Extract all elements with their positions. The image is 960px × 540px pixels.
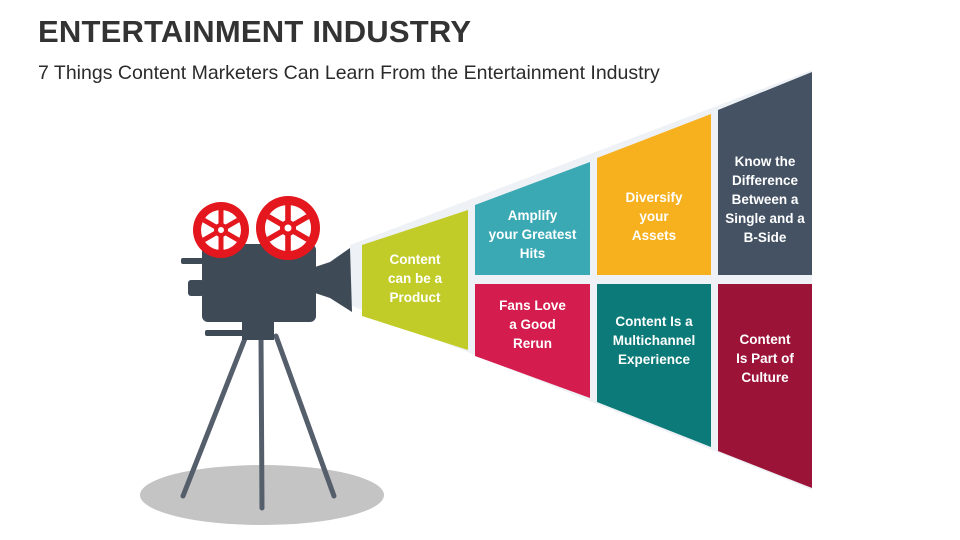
- camera-side-knob: [188, 280, 204, 296]
- panel-6-text: Know the Difference Between a Single and…: [725, 153, 805, 245]
- panel-1: [362, 210, 468, 350]
- tripod-handle: [205, 330, 247, 336]
- panel-2-text: Amplify your Greatest Hits: [488, 207, 577, 261]
- panel-5-text: Content Is a Multichannel Experience: [612, 313, 696, 367]
- panel-5: [597, 284, 711, 447]
- panel-7: [718, 284, 812, 488]
- panel-4-text: Diversify your Assets: [625, 189, 683, 243]
- camera-body: [202, 244, 316, 322]
- panel-3: [475, 284, 590, 398]
- tripod: [180, 333, 337, 511]
- film-reel-left: [193, 202, 249, 258]
- panel-7-text: Content Is Part of Culture: [736, 331, 794, 385]
- film-reel-right: [256, 196, 320, 260]
- camera-lens: [312, 248, 352, 312]
- panel-1-text: Content can be a Product: [387, 251, 443, 305]
- panel-2: [475, 162, 590, 275]
- panel-3-text: Fans Love a Good Rerun: [499, 297, 566, 351]
- panel-6: [718, 72, 812, 275]
- page-title: ENTERTAINMENT INDUSTRY: [38, 14, 472, 49]
- camera-top-pin: [181, 258, 203, 264]
- page-subtitle: 7 Things Content Marketers Can Learn Fro…: [38, 62, 660, 84]
- panel-4: [597, 114, 711, 275]
- tripod-head: [242, 320, 274, 340]
